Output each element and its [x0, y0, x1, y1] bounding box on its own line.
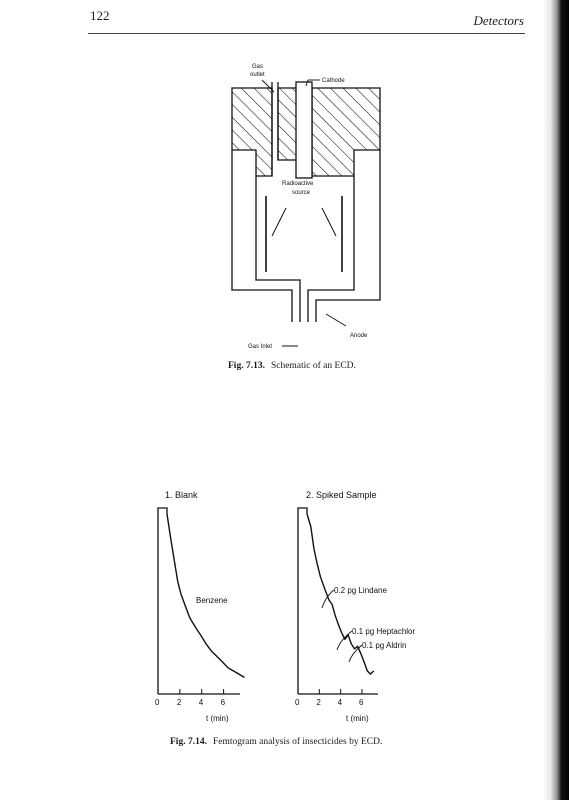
blank-trace: [166, 513, 245, 679]
axis-label-blank: t (min): [206, 714, 229, 723]
solvent-peak: [157, 507, 168, 694]
x-tick-label: 4: [199, 698, 204, 707]
x-tick-label: 2: [177, 698, 182, 707]
figure-caption-7-14: Fig. 7.14. Femtogram analysis of insectic…: [170, 737, 382, 747]
page-number: 122: [90, 8, 110, 23]
axis-label-spiked: t (min): [346, 714, 369, 723]
x-tick-label: 4: [338, 698, 343, 707]
annotation-heptachlor: 0.1 pg Heptachlor: [352, 627, 415, 636]
x-tick-label: 0: [155, 698, 160, 707]
inner-wall-left: [255, 176, 301, 322]
x-tick-label: 2: [316, 698, 321, 707]
header-rule: [88, 33, 525, 34]
spiked-trace: [306, 513, 375, 675]
label-radioactive-1: Radioactive: [282, 181, 314, 187]
panel-title-blank: 1. Blank: [165, 490, 198, 500]
label-cathode: Cathode: [322, 78, 345, 84]
x-tick-label: 0: [295, 698, 300, 707]
label-gas-outlet-1: Gas: [252, 64, 263, 70]
annotation-aldrin: 0.1 pg Aldrin: [362, 641, 406, 650]
label-gas-inlet: Gas Inlet: [248, 344, 272, 350]
figure-caption-text: Femtogram analysis of insecticides by EC…: [212, 737, 383, 747]
figure-caption-7-13: Fig. 7.13. Schematic of an ECD.: [228, 361, 356, 371]
annotation-benzene: Benzene: [196, 596, 228, 605]
solvent-peak: [297, 507, 308, 694]
figure-caption-text: Schematic of an ECD.: [270, 361, 356, 371]
annotation-lindane: 0.2 pg Lindane: [334, 586, 387, 595]
x-tick-label: 6: [221, 698, 226, 707]
running-head: Detectors: [473, 13, 524, 28]
outer-wall-right: [315, 150, 381, 322]
label-anode: Anode: [350, 333, 368, 339]
panel-title-spiked: 2. Spiked Sample: [306, 490, 377, 500]
outer-wall-left: [231, 150, 293, 322]
x-tick-label: 6: [359, 698, 364, 707]
cathode-rod: [295, 81, 313, 179]
figure-label: Fig. 7.14.: [170, 737, 207, 747]
figure-label: Fig. 7.13.: [228, 361, 265, 371]
label-radioactive-2: source: [292, 190, 311, 196]
label-gas-outlet-2: outlet: [250, 72, 265, 78]
inner-wall-right: [307, 176, 355, 322]
page-edge-shadow: [543, 0, 569, 800]
